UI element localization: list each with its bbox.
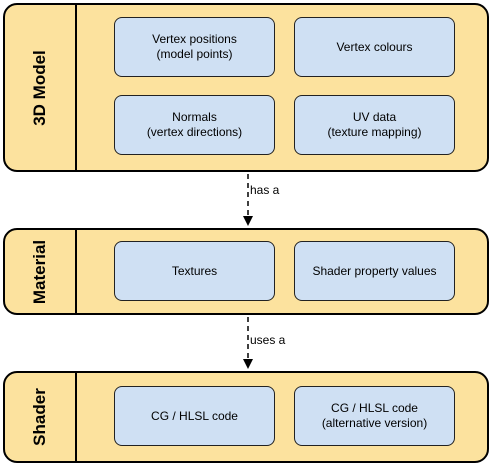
group-title-shader: Shader — [30, 388, 49, 446]
group-body-3d-model: Vertex positions (model points) Vertex c… — [77, 5, 487, 170]
group-title-3d-model: 3D Model — [30, 49, 49, 126]
group-material: Material Textures Shader property values — [3, 228, 489, 315]
group-shader: Shader CG / HLSL code CG / HLSL code (al… — [3, 371, 489, 463]
item-cg-hlsl-code: CG / HLSL code — [114, 386, 275, 446]
connector-label-has-a: has a — [250, 183, 280, 197]
connector-has-a — [240, 172, 256, 228]
item-shader-property-values: Shader property values — [294, 241, 455, 301]
group-label-shader: Shader — [5, 373, 77, 461]
item-cg-hlsl-code-alt: CG / HLSL code (alternative version) — [294, 386, 455, 446]
group-label-3d-model: 3D Model — [5, 5, 77, 170]
connector-uses-a — [240, 315, 256, 371]
arrow-down-icon — [243, 174, 253, 226]
group-body-shader: CG / HLSL code CG / HLSL code (alternati… — [77, 373, 487, 461]
item-uv-data: UV data (texture mapping) — [294, 95, 455, 155]
group-body-material: Textures Shader property values — [77, 230, 487, 313]
group-3d-model: 3D Model Vertex positions (model points)… — [3, 3, 489, 172]
arrow-down-icon — [243, 317, 253, 369]
item-vertex-positions: Vertex positions (model points) — [114, 17, 275, 77]
item-vertex-colours: Vertex colours — [294, 17, 455, 77]
group-title-material: Material — [30, 239, 49, 304]
group-label-material: Material — [5, 230, 77, 313]
connector-label-uses-a: uses a — [250, 333, 286, 347]
item-normals: Normals (vertex directions) — [114, 95, 275, 155]
item-textures: Textures — [114, 241, 275, 301]
